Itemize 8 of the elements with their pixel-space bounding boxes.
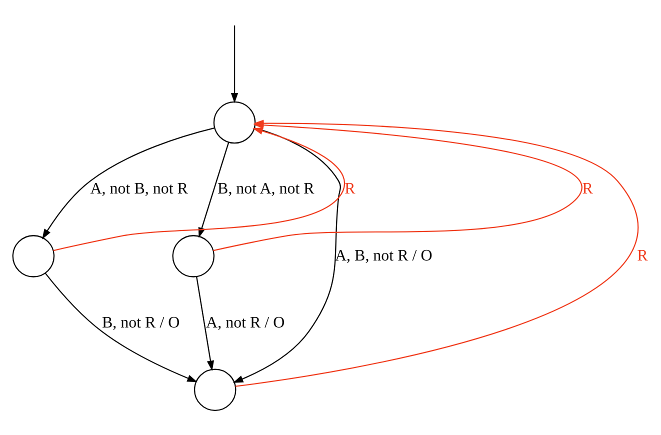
edge-label: A, not B, not R: [90, 180, 188, 198]
edge-label: R: [582, 180, 593, 198]
edge-label: R: [344, 180, 356, 198]
edge-label: B, not A, not R: [218, 180, 314, 198]
edge-label: A, not R / O: [206, 314, 285, 332]
edge-label: R: [637, 247, 648, 264]
edge-label: A, B, not R / O: [335, 247, 432, 264]
edge-label: B, not R / O: [102, 314, 180, 332]
